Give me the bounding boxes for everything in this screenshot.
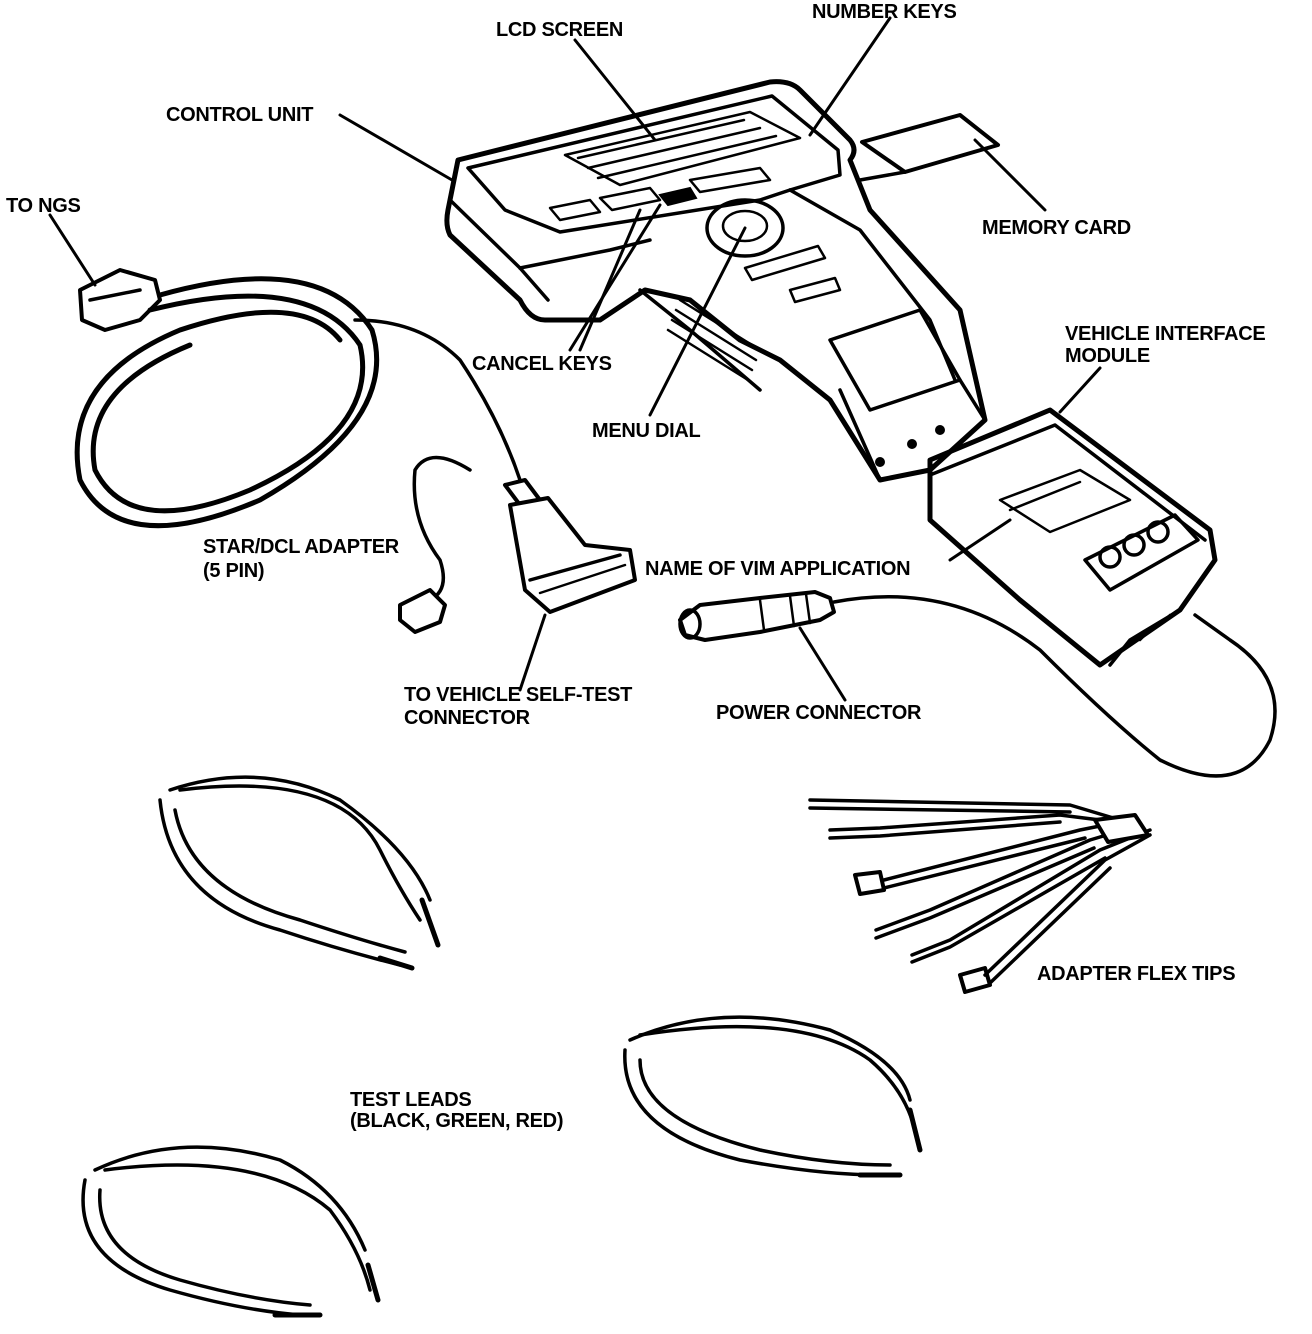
memory-card (858, 113, 1000, 182)
label-memory-card: MEMORY CARD (982, 217, 1131, 239)
label-vim-line2: MODULE (1065, 345, 1150, 367)
label-self-test-line2: CONNECTOR (404, 707, 531, 729)
label-name-of-vim: NAME OF VIM APPLICATION (645, 558, 910, 580)
test-lead-1 (158, 775, 441, 971)
label-test-leads-line1: TEST LEADS (350, 1089, 471, 1111)
label-vim-line1: VEHICLE INTERFACE (1065, 323, 1265, 345)
labels: LCD SCREEN NUMBER KEYS CONTROL UNIT TO N… (6, 1, 1266, 1132)
label-flex-tips: ADAPTER FLEX TIPS (1037, 963, 1235, 985)
label-cancel-keys: CANCEL KEYS (472, 353, 612, 375)
label-self-test-line1: TO VEHICLE SELF-TEST (404, 684, 632, 706)
vehicle-interface-module (927, 407, 1218, 668)
label-star-dcl-line2: (5 PIN) (203, 560, 264, 582)
leader-lines (48, 16, 1102, 702)
label-control-unit: CONTROL UNIT (166, 104, 313, 126)
label-lcd-screen: LCD SCREEN (496, 19, 623, 41)
label-power-connector: POWER CONNECTOR (716, 702, 922, 724)
control-unit (444, 79, 988, 483)
label-menu-dial: MENU DIAL (592, 420, 700, 442)
label-number-keys: NUMBER KEYS (812, 1, 957, 23)
label-test-leads-line2: (BLACK, GREEN, RED) (350, 1110, 563, 1132)
label-star-dcl-line1: STAR/DCL ADAPTER (203, 536, 400, 558)
adapter-flex-tips (808, 798, 1152, 994)
ngs-cable (74, 268, 637, 634)
power-connector (678, 590, 1277, 778)
label-to-ngs: TO NGS (6, 195, 81, 217)
test-lead-2 (623, 1015, 923, 1178)
test-lead-3 (81, 1145, 381, 1318)
